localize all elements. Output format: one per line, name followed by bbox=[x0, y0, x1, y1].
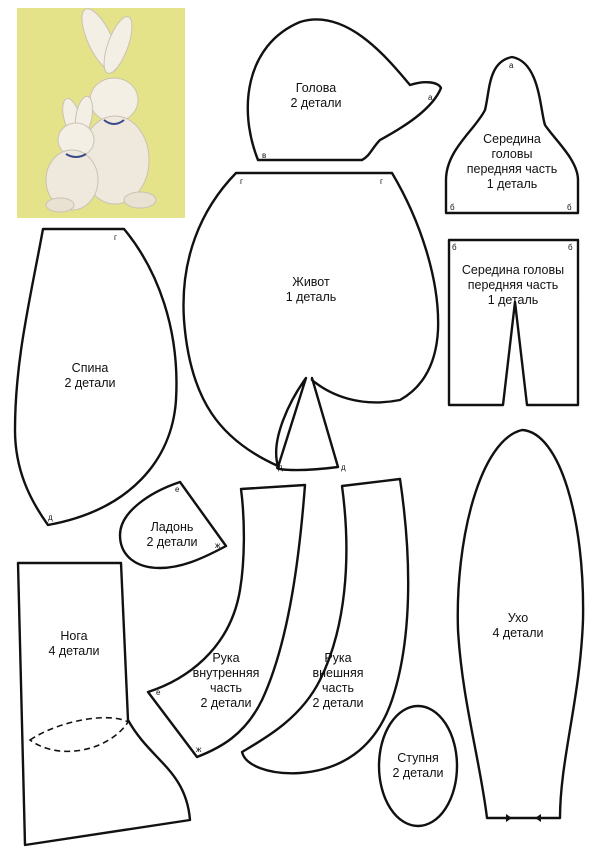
belly-mark-g-left: г bbox=[240, 177, 243, 186]
ear-label-1: Ухо bbox=[508, 611, 528, 625]
palm-label-1: Ладонь bbox=[151, 520, 194, 534]
head-label-2: 2 детали bbox=[290, 96, 341, 110]
back-label-1: Спина bbox=[72, 361, 109, 375]
piece-palm: Ладонь 2 детали е ж bbox=[118, 480, 228, 570]
arm-inner-mark-zh: ж bbox=[196, 745, 202, 754]
piece-foot: Ступня 2 детали bbox=[377, 704, 459, 828]
belly-mark-d-left: д bbox=[278, 463, 283, 472]
ear-label-2: 4 детали bbox=[492, 626, 543, 640]
arm-outer-label-2: внешняя bbox=[313, 666, 364, 680]
head-middle-1-label-4: 1 деталь bbox=[487, 177, 538, 191]
back-label-2: 2 детали bbox=[64, 376, 115, 390]
leg-label-1: Нога bbox=[60, 629, 87, 643]
head-middle-1-label-3: передняя часть bbox=[467, 162, 558, 176]
arm-inner-label-1: Рука bbox=[212, 651, 239, 665]
head-mark-a: а bbox=[428, 93, 433, 102]
arm-outer-label-1: Рука bbox=[324, 651, 351, 665]
palm-label-2: 2 детали bbox=[146, 535, 197, 549]
head-middle-1-label-2: головы bbox=[492, 147, 533, 161]
head-middle-1-mark-a: а bbox=[509, 61, 514, 70]
arm-outer-label-4: 2 детали bbox=[312, 696, 363, 710]
belly-label-1: Живот bbox=[292, 275, 330, 289]
leg-label-2: 4 детали bbox=[48, 644, 99, 658]
belly-label-2: 1 деталь bbox=[286, 290, 337, 304]
foot-label-1: Ступня bbox=[397, 751, 439, 765]
palm-mark-zh: ж bbox=[215, 541, 221, 550]
arm-inner-mark-e: е bbox=[156, 688, 161, 697]
back-mark-g: г bbox=[114, 233, 117, 242]
piece-arm-inner: Рука внутренняя часть 2 детали е ж bbox=[146, 483, 307, 759]
piece-arm-outer: Рука внешняя часть 2 детали bbox=[240, 477, 410, 775]
piece-leg: Нога 4 детали bbox=[16, 561, 192, 847]
head-middle-1-mark-b-right: б bbox=[567, 203, 572, 212]
arm-inner-label-4: 2 детали bbox=[200, 696, 251, 710]
head-middle-2-label-2: передняя часть bbox=[468, 278, 559, 292]
head-label-1: Голова bbox=[296, 81, 336, 95]
piece-head-middle-2: Середина головы передняя часть 1 деталь … bbox=[447, 238, 580, 407]
head-middle-2-mark-b-left: б bbox=[452, 243, 457, 252]
arm-inner-label-2: внутренняя bbox=[193, 666, 260, 680]
head-middle-2-label-1: Середина головы bbox=[462, 263, 564, 277]
foot-label-2: 2 детали bbox=[392, 766, 443, 780]
piece-back: Спина 2 детали г д bbox=[13, 227, 178, 527]
head-middle-1-label-1: Середина bbox=[483, 132, 541, 146]
piece-belly: Живот 1 деталь г г д д bbox=[182, 171, 440, 472]
belly-mark-d-right: д bbox=[341, 463, 346, 472]
piece-head-middle-1: Середина головы передняя часть 1 деталь … bbox=[444, 55, 580, 215]
piece-ear: Ухо 4 детали bbox=[456, 428, 585, 822]
head-middle-2-mark-b-right: б bbox=[568, 243, 573, 252]
head-middle-1-mark-b-left: б bbox=[450, 203, 455, 212]
plush-bunnies-photo bbox=[17, 8, 185, 218]
belly-mark-g-right: г bbox=[380, 177, 383, 186]
head-middle-2-label-3: 1 деталь bbox=[488, 293, 539, 307]
back-mark-d: д bbox=[48, 513, 53, 522]
arm-outer-label-3: часть bbox=[322, 681, 354, 695]
arm-inner-label-3: часть bbox=[210, 681, 242, 695]
palm-mark-e: е bbox=[175, 485, 180, 494]
head-mark-v: в bbox=[262, 151, 266, 160]
piece-head: Голова 2 детали а в bbox=[246, 18, 443, 162]
